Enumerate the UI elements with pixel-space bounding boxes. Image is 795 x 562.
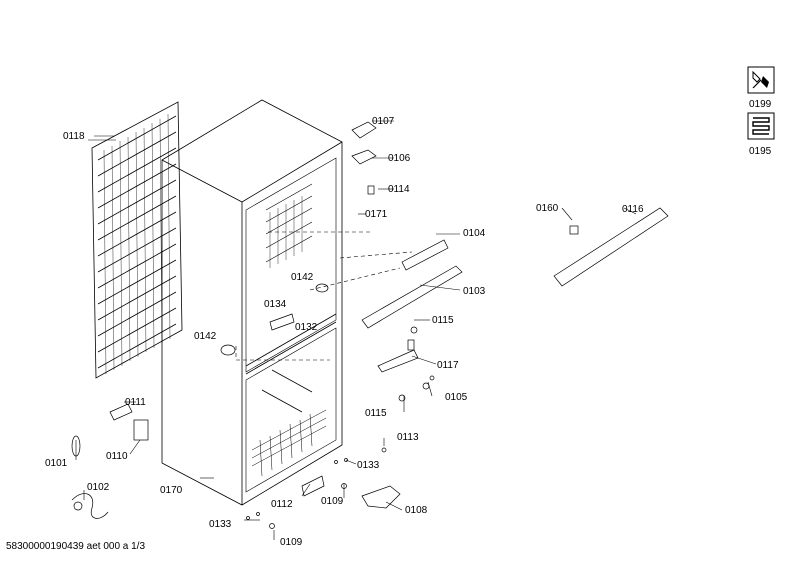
label-0110: 0110 — [106, 451, 128, 462]
label-0133-lower: 0133 — [209, 519, 232, 530]
label-0109-lower: 0109 — [280, 537, 303, 548]
label-0118: 0118 — [63, 131, 85, 142]
label-0105: 0105 — [445, 392, 468, 403]
label-0102: 0102 — [87, 482, 110, 493]
parts — [71, 121, 669, 529]
label-0134: 0134 — [264, 299, 287, 310]
label-0133-upper: 0133 — [357, 460, 380, 471]
document-footer: 58300000190439 aet 000 a 1/3 — [6, 541, 146, 552]
label-0142-lower: 0142 — [194, 331, 217, 342]
label-0103: 0103 — [463, 286, 486, 297]
label-0114: 0114 — [388, 184, 410, 195]
label-0113: 0113 — [397, 432, 419, 443]
label-0171: 0171 — [365, 209, 388, 220]
label-0112: 0112 — [271, 499, 293, 510]
dashed-leaders — [235, 231, 413, 361]
condenser-coil — [88, 101, 183, 379]
label-0195: 0195 — [749, 146, 772, 157]
heating-coil-icon[interactable] — [747, 112, 775, 140]
label-0117: 0117 — [437, 360, 459, 371]
cabinet — [161, 99, 343, 506]
label-0107: 0107 — [372, 116, 395, 127]
label-0106: 0106 — [388, 153, 411, 164]
label-0101: 0101 — [45, 458, 68, 469]
label-0142-upper: 0142 — [291, 272, 314, 283]
wrench-service-icon[interactable] — [747, 66, 775, 94]
label-0160: 0160 — [536, 203, 559, 214]
leader-lines — [75, 120, 637, 540]
label-0132: 0132 — [295, 322, 318, 333]
label-0108: 0108 — [405, 505, 428, 516]
label-0170: 0170 — [160, 485, 183, 496]
label-0111: 0111 — [125, 397, 146, 408]
label-0115-lower: 0115 — [365, 408, 387, 419]
label-0199: 0199 — [749, 99, 772, 110]
label-0115-upper: 0115 — [432, 315, 454, 326]
label-0116: 0116 — [622, 204, 644, 215]
label-0109-upper: 0109 — [321, 496, 344, 507]
label-0104: 0104 — [463, 228, 486, 239]
